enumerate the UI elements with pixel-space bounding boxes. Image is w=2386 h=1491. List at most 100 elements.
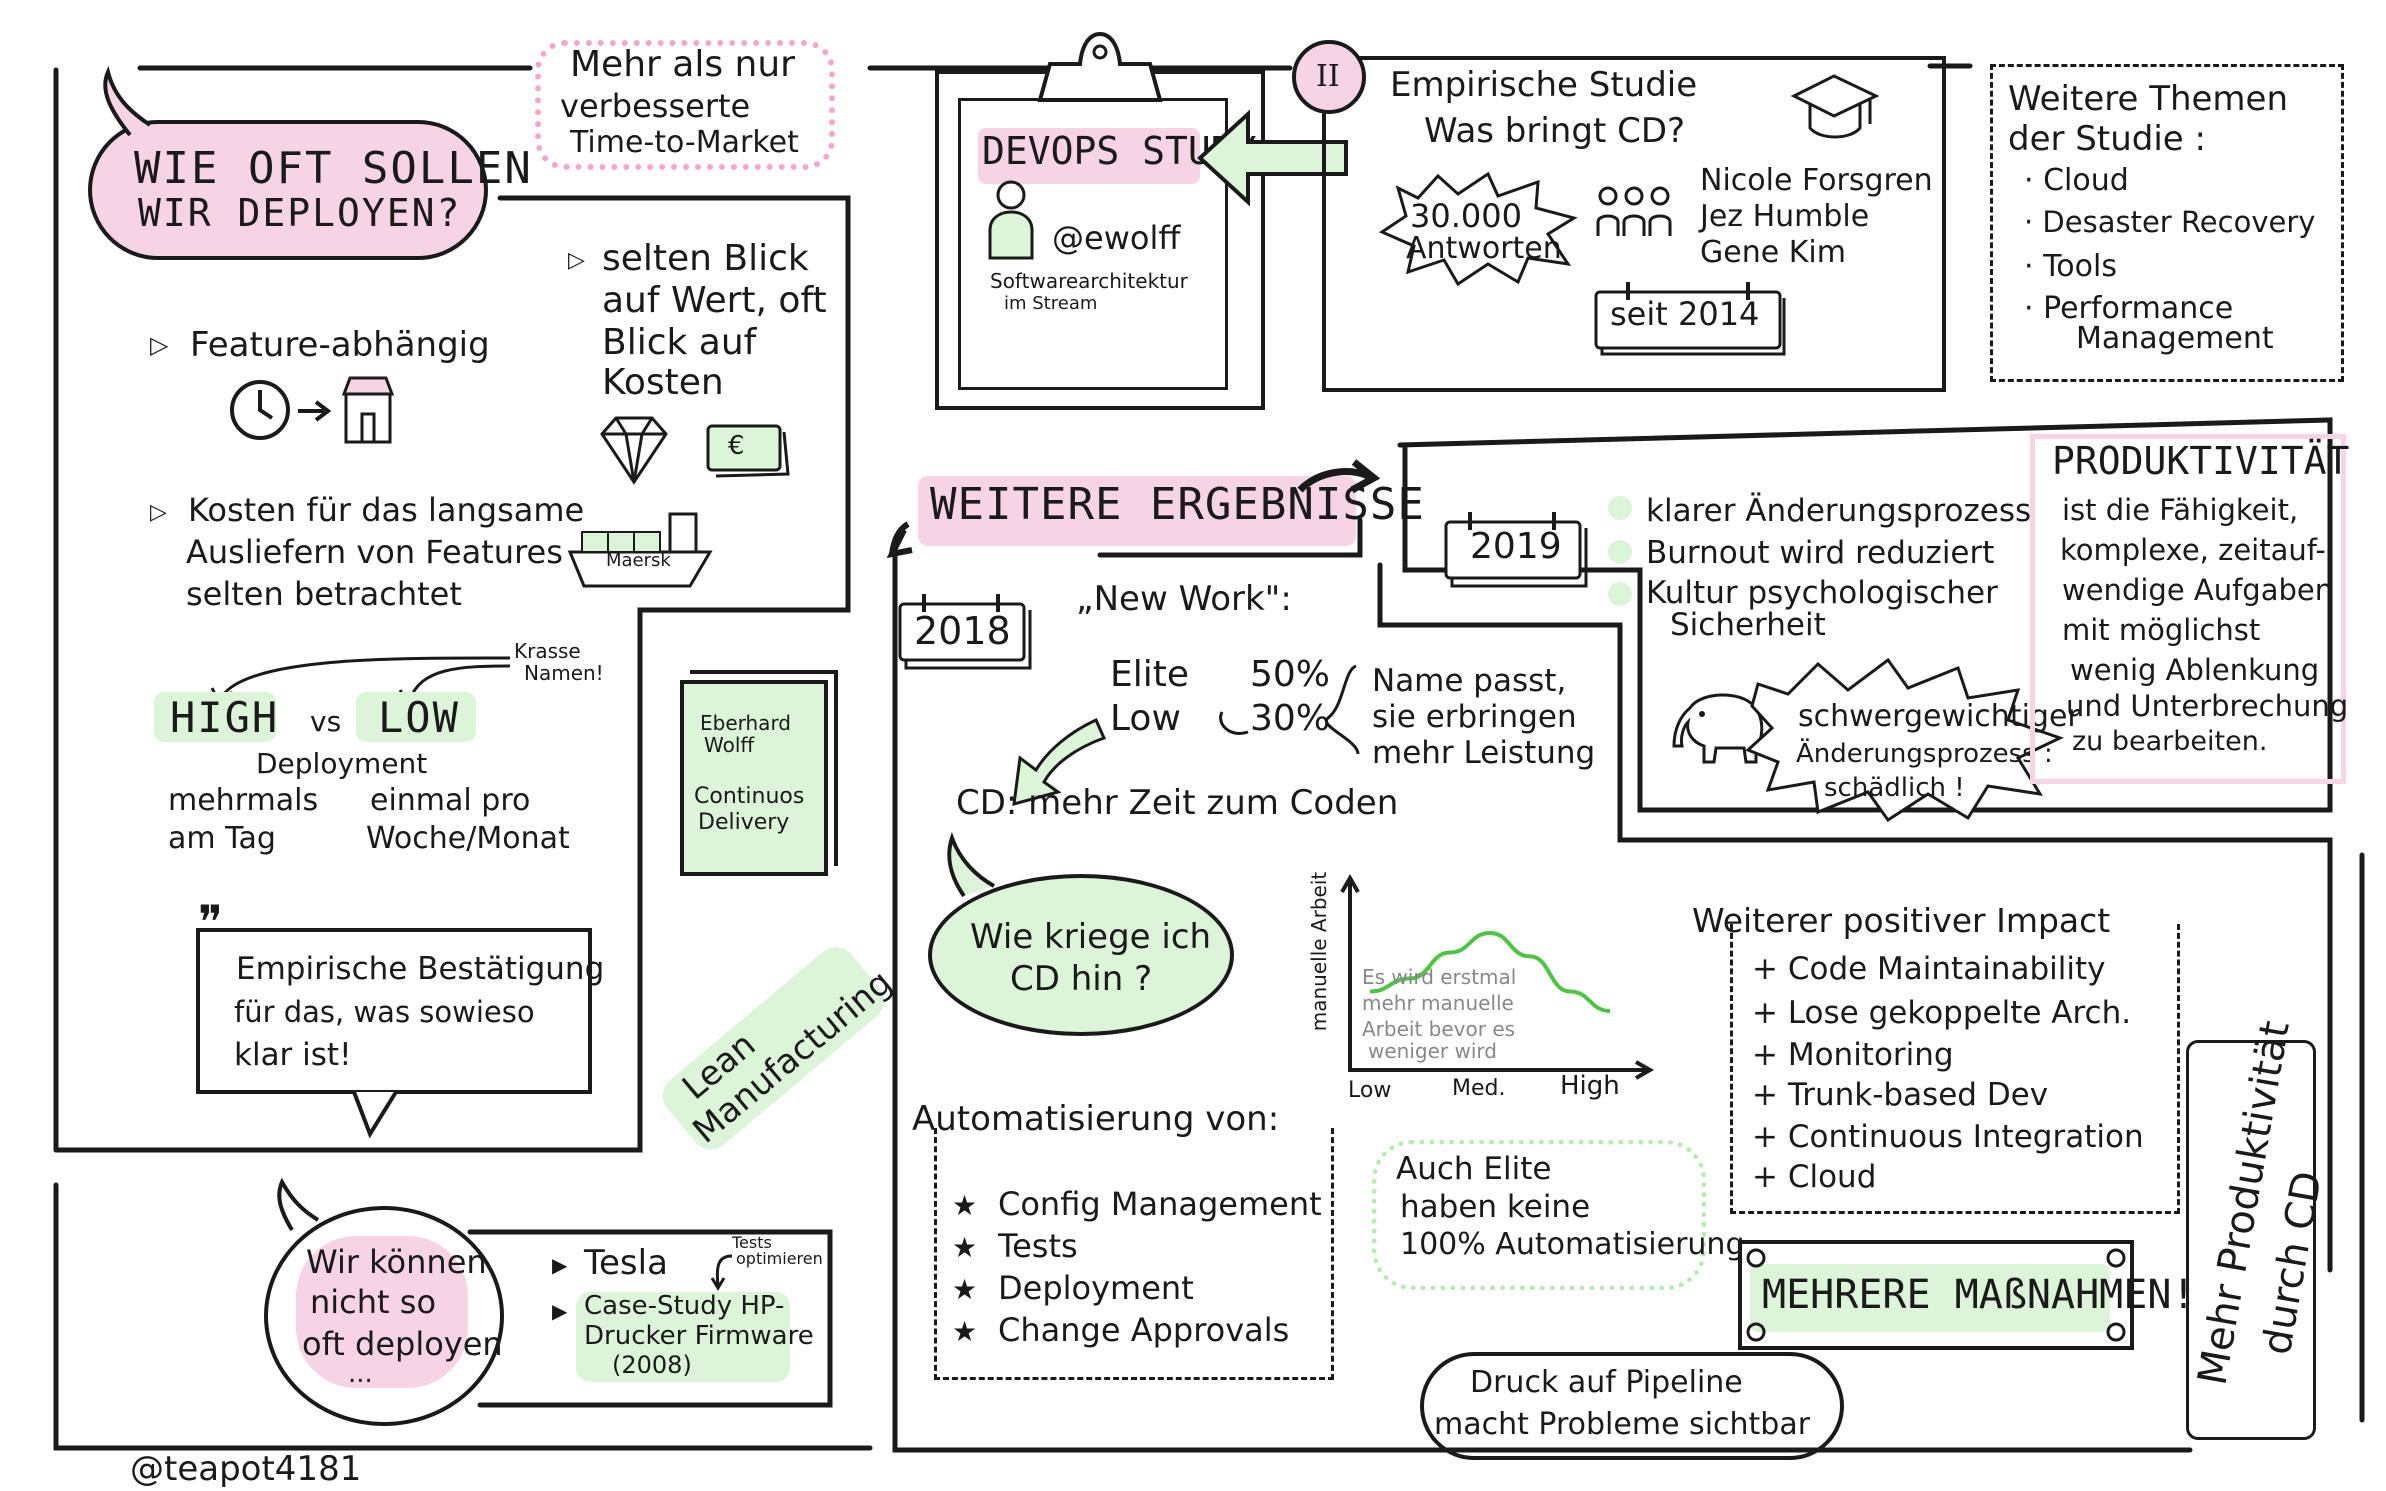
quote-line3: klar ist! [234, 1037, 352, 1073]
tests-line1: Tests [732, 1233, 772, 1252]
impact-item-5: + Continuous Integration [1752, 1119, 2144, 1155]
krasse-line2: Namen! [524, 661, 604, 685]
answers-line1: 30.000 [1410, 197, 1522, 235]
heavy-burst-icon [1745, 657, 2064, 823]
productivity-box [2030, 434, 2346, 784]
chart-axis-arrows [1340, 873, 1655, 1080]
bracket-icon [1219, 664, 1360, 755]
devops-title-highlight [978, 128, 1200, 184]
study-title-line2: Was bringt CD? [1424, 111, 1686, 151]
auto-star-2: ★ [952, 1231, 978, 1264]
auto-item-2: Tests [998, 1227, 1078, 1265]
chart-annotation-line2: mehr manuelle [1362, 991, 1514, 1015]
elite-auto-box [1372, 1140, 1706, 1290]
topic-item-1: · Cloud [2024, 163, 2129, 198]
case-bullet: ▶ [552, 1299, 568, 1323]
heavy-line2: Änderungsprozess : [1796, 739, 2053, 769]
book-author-line1: Eberhard [700, 711, 792, 735]
auto-star-4: ★ [952, 1315, 978, 1348]
productivity-title: PRODUKTIVITÄT [2052, 439, 2350, 483]
low-highlight [356, 692, 476, 742]
elite-pct: 50% [1250, 654, 1331, 695]
productivity-line-6: und Unterbrechung [2066, 689, 2349, 723]
costs-line1: Kosten für das langsame [188, 491, 585, 529]
impact-item-2: + Lose gekoppelte Arch. [1752, 995, 2132, 1031]
deploy-title-bubble [88, 120, 488, 260]
cant-deploy-line4: ... [348, 1359, 373, 1389]
elite-label: Elite [1110, 654, 1190, 695]
topic-item-3: · Tools [2024, 249, 2117, 284]
productivity-line-4: mit möglichst [2062, 613, 2261, 647]
cant-deploy-bubble [264, 1206, 504, 1426]
author2: Jez Humble [1700, 199, 1870, 234]
chart-ylabel: manuelle Arbeit [1307, 871, 1332, 1032]
clock-icon [230, 380, 290, 440]
study-arrow-icon [1197, 109, 1348, 207]
auto-box [934, 1128, 1334, 1380]
year-2018: 2018 [914, 609, 1011, 653]
productivity-line-7: zu bearbeiten. [2072, 726, 2268, 757]
smile-icon-3 [1608, 582, 1632, 606]
pipeline-bubble [1420, 1352, 1844, 1460]
elite-auto-line2: haben keine [1400, 1189, 1591, 1225]
auto-item-3: Deployment [998, 1269, 1194, 1307]
topics-title-line2: der Studie : [2008, 119, 2206, 159]
book-author-line2: Wolff [704, 733, 755, 757]
value-line4: Kosten [602, 362, 724, 403]
high-desc-line1: mehrmals [168, 783, 319, 818]
heavy-line3: schädlich ! [1824, 773, 1965, 803]
impact-item-6: + Cloud [1752, 1159, 1877, 1195]
ship-icon [567, 512, 713, 588]
devops-sub-line1: Softwarearchitektur [990, 269, 1188, 293]
topics-title-line1: Weitere Themen [2008, 79, 2289, 119]
costs-line2: Ausliefern von Features [186, 533, 563, 571]
feature-text: Feature-abhängig [190, 325, 490, 365]
since-label: seit 2014 [1610, 295, 1760, 333]
answers-line2: Antworten [1406, 231, 1562, 266]
high-desc-line2: am Tag [168, 821, 276, 856]
money-icon [706, 424, 790, 478]
book-title-line1: Continuos [694, 784, 805, 809]
chart-annotation-line1: Es wird erstmal [1362, 965, 1517, 989]
study-title-line1: Empirische Studie [1390, 65, 1698, 105]
krasse-line1: Krasse [514, 639, 581, 663]
results-title-highlight [918, 476, 1356, 546]
auto-title: Automatisierung von: [912, 1099, 1280, 1139]
case-line2: Drucker Firmware [584, 1321, 814, 1351]
tests-arrow-icon [710, 1254, 733, 1291]
market-line3: Time-to-Market [570, 125, 799, 160]
calendar-2018-icon [898, 594, 1032, 670]
impact-item-1: + Code Maintainability [1752, 951, 2106, 987]
impact-item-4: + Trunk-based Dev [1752, 1077, 2049, 1113]
low-pct: 30% [1250, 698, 1331, 739]
low-perf-label: Low [1110, 698, 1181, 739]
smile-icon-1 [1608, 496, 1632, 520]
topic-item-4: · Performance [2024, 291, 2234, 326]
cant-deploy-line3: oft deployen [302, 1325, 503, 1363]
chart-xlabel-med: Med. [1452, 1076, 1506, 1101]
green-curved-arrow-icon [1012, 718, 1107, 807]
results-title: WEITERE ERGEBNISSE [930, 479, 1425, 530]
low-desc-line2: Woche/Monat [366, 821, 570, 856]
author1: Nicole Forsgren [1700, 163, 1933, 198]
vs-label: vs [310, 705, 342, 738]
quote-line2: für das, was sowieso [234, 995, 535, 1029]
euro-symbol: € [728, 431, 745, 461]
impact-box [1730, 924, 2180, 1214]
year-2019: 2019 [1470, 526, 1562, 567]
manual-work-chart [1340, 873, 1655, 1080]
case-line3: (2008) [612, 1351, 692, 1379]
productivity-line-1: ist die Fähigkeit, [2062, 493, 2299, 527]
y2019-item-1: klarer Änderungsprozess [1646, 493, 2032, 529]
results-arrows [886, 459, 1381, 559]
person-icon [988, 180, 1034, 260]
productivity-line-2: komplexe, zeitauf- [2060, 533, 2326, 567]
chart-annotation-line3: Arbeit bevor es [1362, 1017, 1516, 1041]
high-highlight [154, 692, 276, 742]
chart-annotation-line4: weniger wird [1368, 1039, 1497, 1063]
auto-star-3: ★ [952, 1273, 978, 1306]
market-line2: verbesserte [560, 87, 751, 125]
quote-mark-icon: ❞ [198, 895, 223, 949]
book-cover [680, 680, 828, 876]
